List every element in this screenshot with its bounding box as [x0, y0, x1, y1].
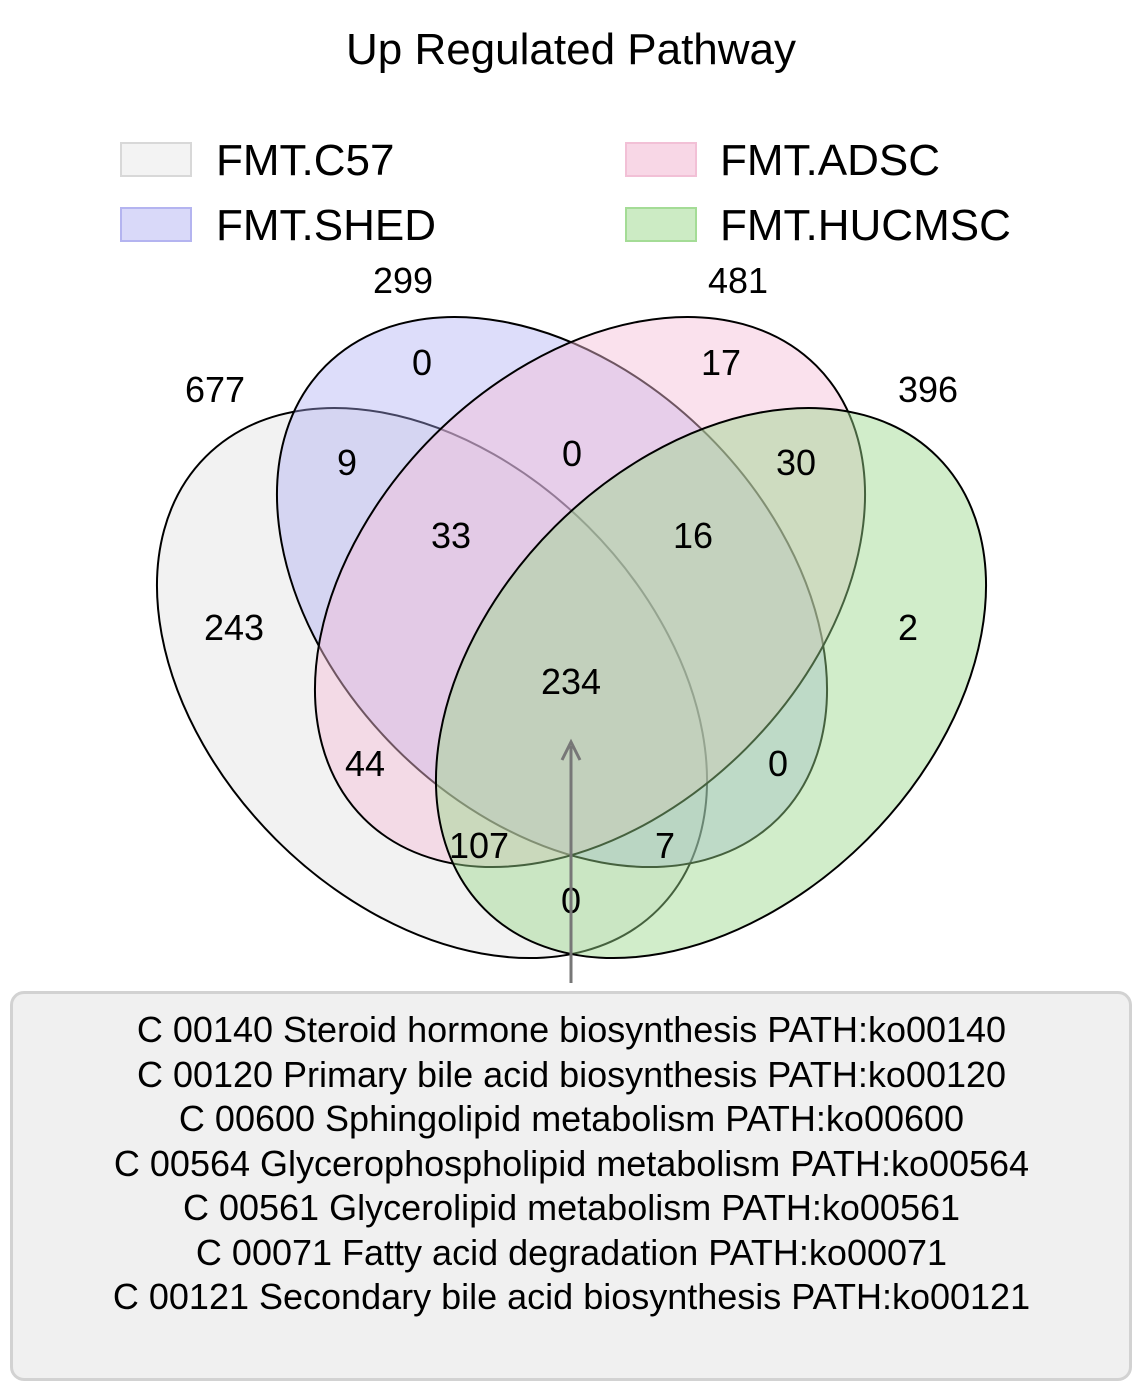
legend-label-c57: FMT.C57 [216, 136, 394, 185]
legend-label-shed: FMT.SHED [216, 201, 436, 250]
count-c57-shed-hucmsc: 7 [655, 825, 675, 866]
count-c57-only: 243 [204, 607, 264, 648]
count-c57-shed: 9 [337, 442, 357, 483]
count-shed-only: 0 [412, 342, 432, 383]
venn-ellipses [156, 316, 987, 959]
annotation-line: C 00561 Glycerolipid metabolism PATH:ko0… [182, 1187, 961, 1228]
annotation-line: C 00120 Primary bile acid biosynthesis P… [136, 1053, 1007, 1095]
legend-label-adsc: FMT.ADSC [720, 136, 940, 185]
annotation-arrow [560, 738, 582, 983]
annotation-line: C 00071 Fatty acid degradation PATH:ko00… [195, 1231, 948, 1273]
ellipse-shed [276, 316, 828, 868]
annotation-box [10, 991, 1132, 1381]
annotation-line: C 00140 Steroid hormone biosynthesis PAT… [136, 1009, 1007, 1050]
legend-swatch-c57 [120, 142, 192, 177]
total-shed: 299 [373, 260, 433, 301]
count-adsc-only: 17 [701, 342, 741, 383]
ellipse-hucmsc [435, 407, 987, 959]
count-c57-adsc: 44 [345, 743, 385, 784]
total-c57: 677 [185, 369, 245, 410]
count-shed-hucmsc: 0 [768, 743, 788, 784]
legend-swatch-adsc [625, 142, 697, 177]
legend-label-hucmsc: FMT.HUCMSC [720, 201, 1011, 250]
count-c57-shed-adsc: 33 [431, 515, 471, 556]
set-totals: 677 299 481 396 [185, 260, 958, 410]
legend: FMT.C57 FMT.SHED FMT.ADSC FMT.HUCMSC [120, 136, 1011, 250]
count-shed-adsc-hucmsc: 16 [673, 515, 713, 556]
chart-title: Up Regulated Pathway [346, 25, 796, 74]
annotation-text: C 00140 Steroid hormone biosynthesis PAT… [0, 1008, 1143, 1320]
total-hucmsc: 396 [898, 369, 958, 410]
count-shed-adsc: 0 [562, 433, 582, 474]
count-all-four: 234 [541, 661, 601, 702]
region-counts: 243 0 17 2 9 0 30 33 16 234 44 0 107 7 0 [204, 342, 918, 921]
legend-swatch-hucmsc [625, 207, 697, 242]
count-hucmsc-only: 2 [898, 607, 918, 648]
ellipse-adsc [314, 316, 866, 868]
annotation-line: C 00600 Sphingolipid metabolism PATH:ko0… [178, 1098, 965, 1139]
count-adsc-hucmsc: 30 [776, 442, 816, 483]
annotation-line: C 00121 Secondary bile acid biosynthesis… [112, 1276, 1031, 1317]
total-adsc: 481 [708, 260, 768, 301]
annotation-line: C 00564 Glycerophospholipid metabolism P… [113, 1142, 1030, 1184]
legend-swatch-shed [120, 207, 192, 242]
count-c57-adsc-hucmsc: 107 [449, 825, 509, 866]
ellipse-c57 [156, 407, 708, 959]
